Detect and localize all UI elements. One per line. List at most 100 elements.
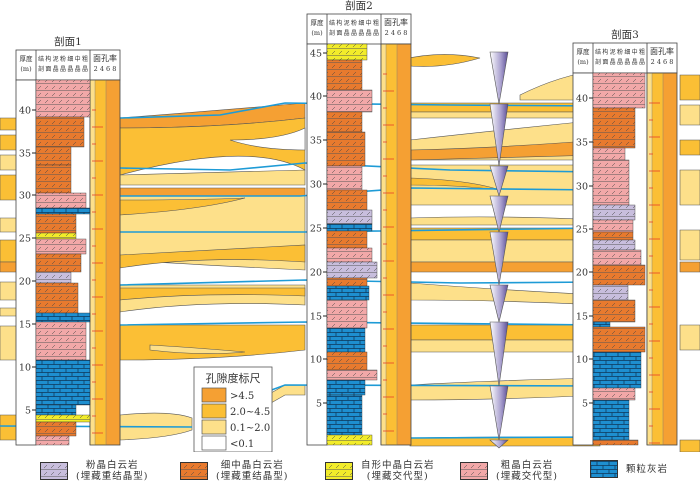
lithology-layer-pink bbox=[35, 238, 87, 255]
porosity-scale-label: 2.0~4.5 bbox=[230, 407, 270, 418]
lithology-layer-pink bbox=[35, 435, 70, 446]
depth-tick-label: 40 bbox=[576, 94, 588, 105]
lithology-layer-purple bbox=[592, 239, 636, 251]
lithology-layer-blue bbox=[35, 207, 91, 215]
thickness-unit: (m) bbox=[311, 29, 323, 37]
lithology-legend-label: 粗晶白云岩(埋藏交代型) bbox=[496, 460, 558, 482]
sequence-arrows bbox=[489, 51, 509, 449]
depth-tick-label: 30 bbox=[310, 180, 322, 191]
band bbox=[119, 324, 306, 361]
lithology-layer-pink bbox=[326, 369, 378, 381]
lithology-layer-blue bbox=[35, 359, 91, 406]
lithology-layer-orange bbox=[592, 264, 646, 286]
lithology-name: 自形中晶白云岩 bbox=[361, 460, 435, 471]
lithology-layer-pink bbox=[592, 72, 646, 109]
depth-tick-label: 10 bbox=[310, 355, 322, 366]
lithology-layer-purple bbox=[35, 271, 72, 284]
band bbox=[119, 287, 306, 301]
dolomite-swatch-icon bbox=[40, 462, 68, 480]
band bbox=[409, 216, 601, 226]
lithology-layer-pink bbox=[592, 219, 634, 233]
lithology-legend-item: 自形中晶白云岩(埋藏交代型) bbox=[325, 460, 435, 482]
lithology-layer-pink bbox=[35, 192, 87, 209]
band bbox=[229, 127, 306, 151]
porosity-scale-label: 0.1~2.0 bbox=[230, 423, 270, 434]
lithology-layer-pink bbox=[592, 147, 626, 161]
band bbox=[399, 54, 481, 67]
section-title: 剖面1 bbox=[54, 35, 82, 48]
lithology-layer-orange bbox=[592, 299, 636, 323]
lithology-layer-orange bbox=[35, 253, 82, 273]
dolomite-swatch-icon bbox=[325, 462, 353, 480]
porosity-scale-legend: 孔隙度标尺 >4.52.0~4.50.1~2.0<0.1 bbox=[193, 366, 273, 452]
depth-tick-label: 30 bbox=[576, 182, 588, 193]
thickness-header: 厚度 bbox=[20, 54, 34, 63]
porosity-scale-swatch bbox=[201, 403, 227, 419]
lithology-layer-orange bbox=[35, 421, 77, 437]
lithology-layer-purple bbox=[326, 261, 378, 279]
lithology-layer-pink bbox=[592, 387, 636, 401]
sequence-arrow bbox=[489, 284, 509, 323]
lithology-layer-blue bbox=[35, 404, 77, 416]
lithology-layer-orange bbox=[35, 213, 77, 234]
lithology-layer-pink bbox=[592, 159, 630, 206]
sequence-arrow bbox=[489, 231, 509, 286]
lithology-layer-blue bbox=[326, 379, 366, 396]
depth-tick-label: 5 bbox=[316, 399, 322, 410]
texture-header: 结构泥粉细中粗 bbox=[595, 48, 645, 56]
porosity-header: 面孔率 bbox=[384, 17, 408, 27]
depth-tick-label: 15 bbox=[310, 312, 322, 323]
lithology-name: 粉晶白云岩 bbox=[85, 460, 139, 471]
lithology-layer-purple bbox=[592, 204, 636, 221]
lithology-layer-orange bbox=[592, 107, 636, 149]
correlation-line bbox=[409, 436, 601, 439]
band bbox=[119, 169, 306, 186]
sequence-arrow bbox=[489, 165, 509, 198]
porosity-ticks: 2 4 6 8 bbox=[385, 29, 408, 37]
sequence-arrow bbox=[489, 103, 509, 167]
lithology-legend-item: 颗粒灰岩 bbox=[590, 460, 668, 478]
texture-header: 结构泥粉细中粗 bbox=[329, 19, 379, 27]
porosity-scale-label: <0.1 bbox=[230, 439, 254, 450]
band bbox=[119, 187, 306, 197]
porosity-scale-title: 孔隙度标尺 bbox=[206, 371, 261, 385]
lithology-legend-label: 自形中晶白云岩(埋藏交代型) bbox=[361, 460, 435, 482]
lithology-layer-purple bbox=[592, 284, 629, 301]
lithology-layer-yellow bbox=[35, 232, 77, 240]
lithology-layer-blue bbox=[35, 312, 91, 323]
lithology-layer-orange bbox=[35, 164, 72, 194]
band bbox=[679, 324, 700, 351]
porosity-scale-swatch bbox=[201, 387, 227, 403]
band bbox=[679, 439, 700, 452]
band bbox=[679, 261, 700, 273]
band bbox=[119, 244, 306, 269]
lithology-legend-label: 粉晶白云岩(埋藏重结晶型) bbox=[76, 460, 148, 482]
texture-subheader: 剖面晶晶晶晶晶 bbox=[595, 58, 645, 66]
lithology-layer-orange bbox=[326, 189, 368, 211]
sequence-arrow bbox=[489, 385, 509, 441]
lithology-layer-pink bbox=[326, 165, 363, 191]
depth-tick-label: 35 bbox=[310, 136, 322, 147]
lithology-legend-item: 细中晶白云岩(埋藏重结晶型) bbox=[180, 460, 288, 482]
lithology-layer-yellow bbox=[326, 434, 373, 446]
depth-tick-label: 25 bbox=[576, 225, 588, 236]
lithology-layer-yellow bbox=[326, 43, 368, 61]
depth-tick-label: 20 bbox=[19, 277, 31, 288]
depth-tick-label: 15 bbox=[19, 320, 31, 331]
depth-tick-label: 5 bbox=[25, 406, 31, 417]
band bbox=[679, 139, 700, 156]
dolomite-swatch-icon bbox=[180, 462, 208, 480]
lithology-layer-blue bbox=[592, 351, 642, 389]
lithology-layer-orange bbox=[326, 59, 363, 91]
thickness-unit: (m) bbox=[20, 65, 32, 73]
lithology-layer-blue bbox=[592, 321, 611, 328]
band bbox=[119, 197, 246, 216]
section-title: 剖面3 bbox=[611, 28, 639, 41]
depth-tick-label: 25 bbox=[19, 234, 31, 245]
thickness-unit: (m) bbox=[577, 58, 589, 66]
depth-tick-label: 35 bbox=[19, 149, 31, 160]
band bbox=[409, 261, 601, 273]
depth-tick-label: 45 bbox=[310, 49, 322, 60]
